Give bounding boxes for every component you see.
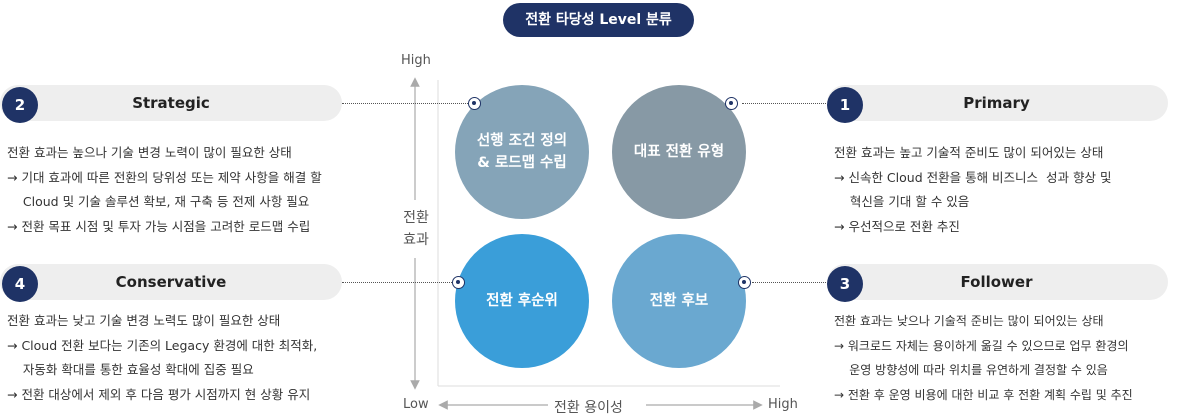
- quadrant-top-left: 선행 조건 정의 & 로드맵 수립: [455, 85, 589, 219]
- desc-line: → 전환 대상에서 제외 후 다음 평가 시점까지 현 상황 유지: [7, 386, 311, 402]
- category-number-conservative: 4: [2, 266, 38, 302]
- marker-conservative: [452, 276, 465, 289]
- marker-strategic: [468, 97, 481, 110]
- desc-line: → 전환 후 운영 비용에 대한 비교 후 전환 계획 수립 및 추진: [834, 387, 1133, 402]
- marker-primary: [725, 97, 738, 110]
- desc-line: Cloud 및 기술 솔루션 확보, 재 구축 등 전제 사항 필요: [7, 194, 310, 209]
- connector-strategic: [342, 103, 470, 104]
- desc-line: → 우선적으로 전환 추진: [834, 218, 960, 234]
- y-axis-title: 전환 효과: [398, 207, 434, 251]
- desc-line: → 워크로드 자체는 용이하게 옮길 수 있으므로 업무 환경의: [834, 338, 1129, 353]
- category-desc-follower: 전환 효과는 낮으나 기술적 준비는 많이 되어있는 상태 → 워크로드 자체는…: [834, 309, 1133, 407]
- x-axis-low-label: Low: [403, 397, 429, 412]
- category-title-follower: Follower: [960, 273, 1033, 291]
- category-desc-primary: 전환 효과는 높고 기술적 준비도 많이 되어있는 상태 → 신속한 Cloud…: [834, 141, 1111, 239]
- category-bar-primary: [827, 85, 1168, 121]
- category-title-primary: Primary: [963, 94, 1030, 112]
- desc-line: 전환 효과는 높고 기술적 준비도 많이 되어있는 상태: [834, 145, 1104, 160]
- y-axis-high-label: High: [401, 53, 431, 68]
- connector-primary: [742, 103, 832, 104]
- desc-line: → 신속한 Cloud 전환을 통해 비즈니스 성과 향상 및: [834, 169, 1112, 185]
- category-bar-follower: [827, 264, 1168, 300]
- category-number-follower: 3: [827, 266, 863, 302]
- category-desc-conservative: 전환 효과는 낮고 기술 변경 노력도 많이 필요한 상태 → Cloud 전환…: [7, 309, 317, 407]
- connector-conservative: [342, 282, 454, 283]
- category-desc-strategic: 전환 효과는 높으나 기술 변경 노력이 많이 필요한 상태 → 기대 효과에 …: [7, 141, 322, 239]
- quadrant-bottom-left: 전환 후순위: [455, 234, 589, 368]
- x-axis-high-label: High: [768, 397, 798, 412]
- desc-line: → 기대 효과에 따른 전환의 당위성 또는 제약 사항을 해결 할: [7, 169, 322, 185]
- category-title-strategic: Strategic: [132, 94, 210, 112]
- desc-line: → Cloud 전환 보다는 기존의 Legacy 환경에 대한 최적화,: [7, 337, 318, 353]
- desc-line: 혁신을 기대 할 수 있음: [834, 194, 970, 209]
- category-bar-strategic: [0, 85, 342, 121]
- diagram-title: 전환 타당성 Level 분류: [503, 3, 694, 37]
- category-title-conservative: Conservative: [115, 273, 227, 291]
- desc-line: 전환 효과는 낮으나 기술적 준비는 많이 되어있는 상태: [834, 314, 1104, 328]
- category-number-strategic: 2: [2, 87, 38, 123]
- marker-follower: [738, 276, 751, 289]
- x-axis-title: 전환 용이성: [554, 400, 623, 416]
- desc-line: 자동화 확대를 통한 효율성 확대에 집중 필요: [7, 362, 254, 377]
- desc-line: 운영 방향성에 따라 위치를 유연하게 결정할 수 있음: [834, 363, 1108, 377]
- category-bar-conservative: [0, 264, 342, 300]
- connector-follower: [752, 282, 832, 283]
- desc-line: → 전환 목표 시점 및 투자 가능 시점을 고려한 로드맵 수립: [7, 218, 311, 234]
- quadrant-top-right: 대표 전환 유형: [612, 85, 746, 219]
- quadrant-bottom-right: 전환 후보: [612, 234, 746, 368]
- desc-line: 전환 효과는 낮고 기술 변경 노력도 많이 필요한 상태: [7, 313, 281, 328]
- category-number-primary: 1: [827, 87, 863, 123]
- desc-line: 전환 효과는 높으나 기술 변경 노력이 많이 필요한 상태: [7, 145, 292, 160]
